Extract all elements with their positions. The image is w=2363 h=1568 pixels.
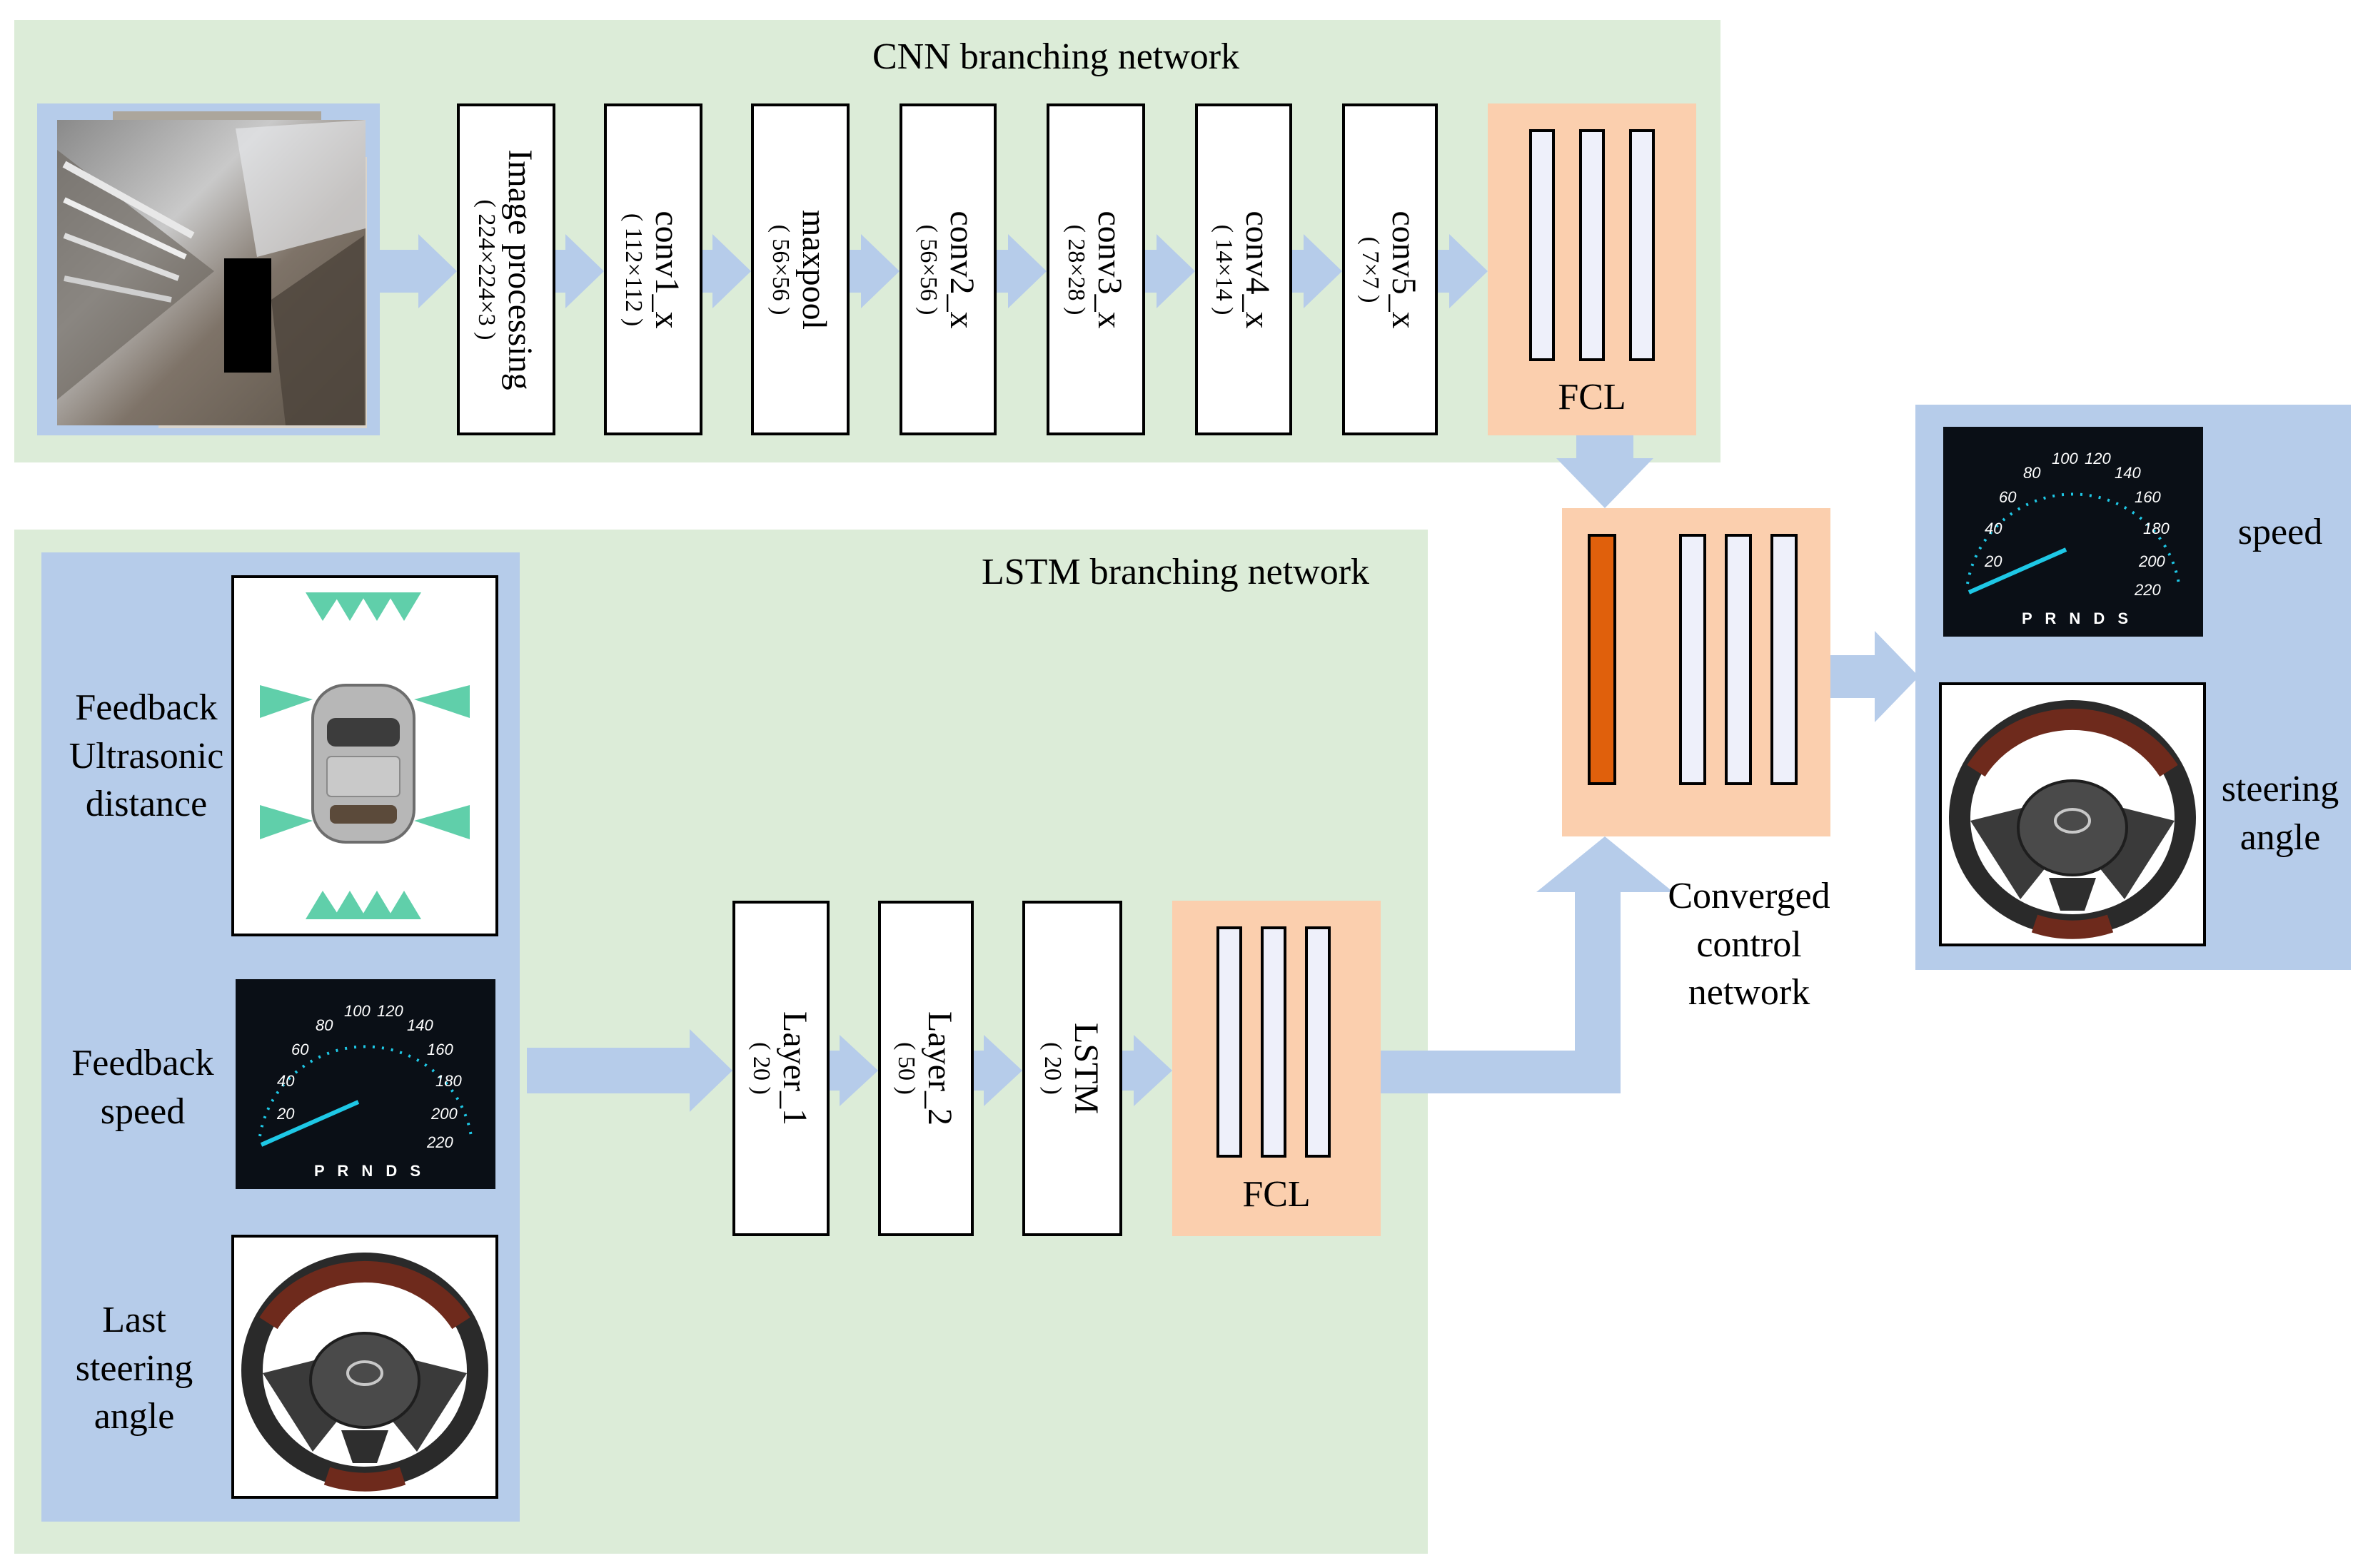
arrow-cnn-to-converged <box>1556 435 1653 508</box>
lstm-title: LSTM branching network <box>982 552 1370 592</box>
converged-label: Converged control network <box>1668 876 1830 1013</box>
speed-tick: 40 <box>277 1072 295 1090</box>
cnn-fcl: FCL <box>1488 103 1696 435</box>
cnn-fcl-label: FCL <box>1558 377 1626 418</box>
cnn-block-conv5: conv5_x( 7×7 ) <box>1342 103 1438 435</box>
sensor-beam <box>333 592 367 621</box>
arrow-cnn-2 <box>702 234 751 308</box>
sensor-beam <box>260 805 313 839</box>
speed-tick: 200 <box>430 1105 458 1123</box>
arrow-cnn-5 <box>1145 234 1195 308</box>
speedometer-output: 20 40 60 80 100 120 140 160 180 200 220 … <box>1943 427 2203 637</box>
speed-tick: 100 <box>344 1002 371 1020</box>
gauge-needle <box>1968 547 2067 595</box>
converged-fcl-bar <box>1679 534 1706 785</box>
lstm-fcl-bar <box>1305 926 1331 1158</box>
cnn-fcl-bar <box>1579 129 1605 361</box>
converged-highlight-bar <box>1588 534 1616 785</box>
cnn-block-conv1: conv1_x( 112×112 ) <box>604 103 702 435</box>
cnn-block-conv3: conv3_x( 28×28 ) <box>1047 103 1145 435</box>
speed-tick: 200 <box>2138 552 2165 570</box>
lstm-block-layer1: Layer_1( 20 ) <box>732 901 830 1236</box>
ultrasonic-car-image <box>231 575 498 936</box>
sensor-beam <box>260 685 313 718</box>
gear-indicator: P R N D S <box>2022 610 2132 627</box>
speed-tick: 180 <box>2143 520 2170 537</box>
speed-tick: 160 <box>427 1041 453 1058</box>
sensor-beam <box>333 891 367 919</box>
cnn-block-image-processing: Image processing( 224×224×3 ) <box>457 103 555 435</box>
cnn-block-conv2: conv2_x( 56×56 ) <box>900 103 997 435</box>
lstm-block-layer2: Layer_2( 50 ) <box>878 901 974 1236</box>
lstm-fcl-bar <box>1216 926 1242 1158</box>
cnn-block-maxpool: maxpool( 56×56 ) <box>751 103 850 435</box>
input-label-ultrasonic: Feedback Ultrasonic distance <box>69 687 224 825</box>
cnn-fcl-bar <box>1629 129 1655 361</box>
arrow-cnn-input <box>380 234 457 308</box>
arrow-converged-to-output <box>1830 631 1919 722</box>
cnn-fcl-bar <box>1529 129 1555 361</box>
speed-tick: 20 <box>1984 552 2002 570</box>
arrow-lstm-3 <box>1122 1035 1172 1106</box>
sensor-beam <box>360 891 394 919</box>
arrow-cnn-3 <box>850 234 900 308</box>
speed-tick: 80 <box>316 1016 333 1034</box>
sensor-beam <box>306 592 341 621</box>
arrow-lstm-to-converged <box>1381 836 1673 1093</box>
sensor-beam <box>387 891 421 919</box>
speed-tick: 60 <box>1999 488 2017 506</box>
speed-tick: 20 <box>276 1105 295 1123</box>
arrow-lstm-2 <box>974 1035 1022 1106</box>
arrow-cnn-4 <box>997 234 1047 308</box>
output-label-speed: speed <box>2237 512 2323 552</box>
speed-tick: 80 <box>2023 464 2041 482</box>
converged-fcl-bar <box>1770 534 1798 785</box>
cnn-title: CNN branching network <box>872 36 1240 77</box>
speed-tick: 220 <box>2134 581 2161 599</box>
speed-tick: 220 <box>426 1133 453 1151</box>
cnn-block-conv4: conv4_x( 14×14 ) <box>1195 103 1292 435</box>
converged-fcl-bar <box>1725 534 1752 785</box>
converged-fcl <box>1562 508 1830 836</box>
sensor-beam <box>414 685 470 718</box>
steering-wheel-input <box>231 1235 498 1499</box>
output-label-steering: steering angle <box>2221 769 2339 858</box>
speed-tick: 100 <box>2052 450 2078 467</box>
input-label-speed: Feedback speed <box>71 1043 214 1132</box>
speed-tick: 120 <box>377 1002 403 1020</box>
speed-tick: 120 <box>2085 450 2111 467</box>
lstm-fcl-label: FCL <box>1242 1174 1311 1215</box>
lstm-block-lstm: LSTM( 20 ) <box>1022 901 1122 1236</box>
speed-tick: 40 <box>1985 520 2002 537</box>
speed-tick: 180 <box>435 1072 462 1090</box>
steering-wheel-output <box>1939 682 2206 946</box>
gauge-needle <box>260 1100 360 1147</box>
speed-tick: 140 <box>407 1016 433 1034</box>
sensor-beam <box>306 891 341 919</box>
arrow-lstm-input <box>527 1029 732 1112</box>
sensor-beam <box>387 592 421 621</box>
sensor-beam <box>360 592 394 621</box>
arrow-cnn-fcl <box>1438 234 1488 308</box>
lstm-fcl-bar <box>1261 926 1286 1158</box>
speed-tick: 140 <box>2115 464 2141 482</box>
lstm-fcl: FCL <box>1172 901 1381 1236</box>
input-label-steering: Last steering angle <box>75 1300 193 1437</box>
sensor-beam <box>414 805 470 839</box>
arrow-cnn-1 <box>555 234 604 308</box>
arrow-lstm-1 <box>830 1035 878 1106</box>
gear-indicator: P R N D S <box>314 1162 425 1180</box>
speedometer-input: 20 40 60 80 100 120 140 160 180 200 220 … <box>236 979 495 1189</box>
speed-tick: 160 <box>2135 488 2161 506</box>
arrow-cnn-6 <box>1292 234 1342 308</box>
speed-tick: 60 <box>291 1041 309 1058</box>
